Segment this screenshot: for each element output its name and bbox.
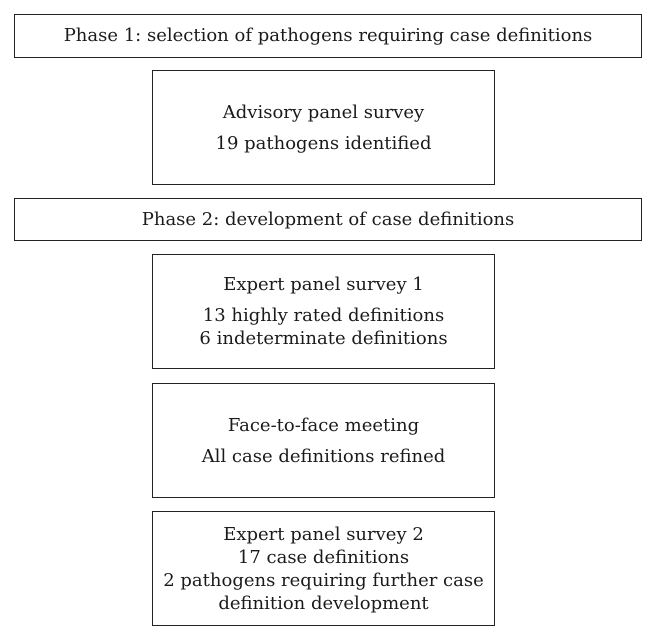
phase-1-box: Phase 1: selection of pathogens requirin… [14,14,642,58]
expert-survey-2-heading: Expert panel survey 2 [223,523,424,545]
face-to-face-heading: Face-to-face meeting [227,414,420,436]
advisory-panel-box: Advisory panel survey 19 pathogens ident… [152,70,495,185]
expert-survey-1-line: 6 indeterminate definitions [199,328,448,349]
expert-survey-1-line: 13 highly rated definitions [202,305,445,326]
phase-2-box: Phase 2: development of case definitions [14,198,642,241]
expert-survey-2-line: 17 case definitions [237,546,410,568]
phase-2-title: Phase 2: development of case definitions [141,208,515,230]
expert-survey-2-box: Expert panel survey 2 17 case definition… [152,511,495,626]
expert-survey-2-line: definition development [218,592,429,614]
advisory-panel-heading: Advisory panel survey [222,101,425,123]
face-to-face-detail: All case definitions refined [201,445,446,467]
advisory-panel-detail: 19 pathogens identified [215,132,432,154]
expert-survey-1-heading: Expert panel survey 1 [223,274,424,295]
expert-survey-2-line: 2 pathogens requiring further case [163,569,484,591]
phase-1-title: Phase 1: selection of pathogens requirin… [63,25,593,46]
face-to-face-box: Face-to-face meeting All case definition… [152,383,495,498]
expert-survey-1-box: Expert panel survey 1 13 highly rated de… [152,254,495,369]
